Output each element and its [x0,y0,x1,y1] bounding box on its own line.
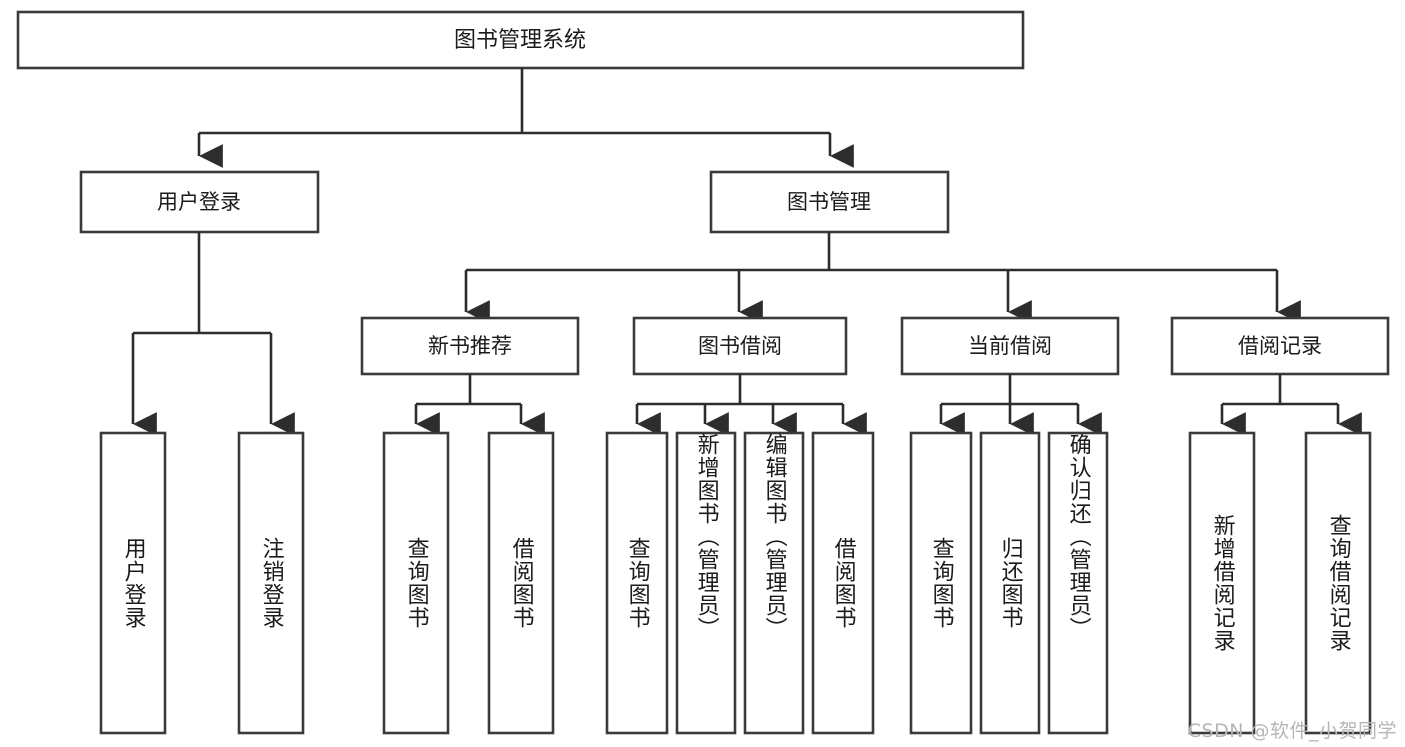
node-book-manage[interactable]: 图书管理 [709,170,950,234]
leaf-box-query-record[interactable] [1304,431,1372,735]
node-new-book-rec-box[interactable] [360,316,580,376]
leaf-box-return-book[interactable] [979,431,1041,735]
connector-book-manage-to-level3 [464,232,1301,324]
leaf-box-logout[interactable] [237,431,305,735]
connector-user-login-to-leaves [131,232,295,436]
node-user-login-box[interactable] [79,170,320,234]
connector-current-borrow-to-leaves [939,374,1102,436]
leaf-box-borrow-book-1[interactable] [487,431,555,735]
node-book-borrow-label: 图书借阅 [698,334,782,358]
connector-root-to-level2 [197,68,854,168]
node-new-book-rec[interactable]: 新书推荐 [360,316,580,376]
node-current-borrow-label: 当前借阅 [968,334,1052,358]
leaf-box-user-login[interactable] [99,431,167,735]
node-user-login[interactable]: 用户登录 [79,170,320,234]
connector-new-book-rec-to-leaves [414,374,545,436]
node-root-box[interactable] [16,10,1025,70]
leaf-box-query-book-2[interactable] [605,431,669,735]
node-current-borrow-box[interactable] [900,316,1120,376]
node-user-login-label: 用户登录 [157,190,241,214]
leaf-box-borrow-book-2[interactable] [811,431,875,735]
node-root-label: 图书管理系统 [454,28,586,53]
node-borrow-record[interactable]: 借阅记录 [1170,316,1390,376]
node-book-manage-label: 图书管理 [787,190,871,214]
node-new-book-rec-label: 新书推荐 [428,334,512,358]
leaf-box-add-record[interactable] [1188,431,1256,735]
connector-borrow-record-to-leaves [1220,374,1362,436]
leaf-box-edit-book[interactable] [743,431,805,735]
connector-book-borrow-to-leaves [635,374,867,436]
leaf-box-confirm-return[interactable] [1047,431,1109,735]
node-book-borrow[interactable]: 图书借阅 [632,316,848,376]
leaf-box-query-book-3[interactable] [909,431,973,735]
watermark-text: CSDN @软件_小贺同学 [1187,720,1397,742]
node-root[interactable]: 图书管理系统 [16,10,1025,70]
leaf-box-query-book-1[interactable] [382,431,450,735]
node-current-borrow[interactable]: 当前借阅 [900,316,1120,376]
leaf-box-add-book[interactable] [675,431,737,735]
node-borrow-record-label: 借阅记录 [1238,334,1322,358]
